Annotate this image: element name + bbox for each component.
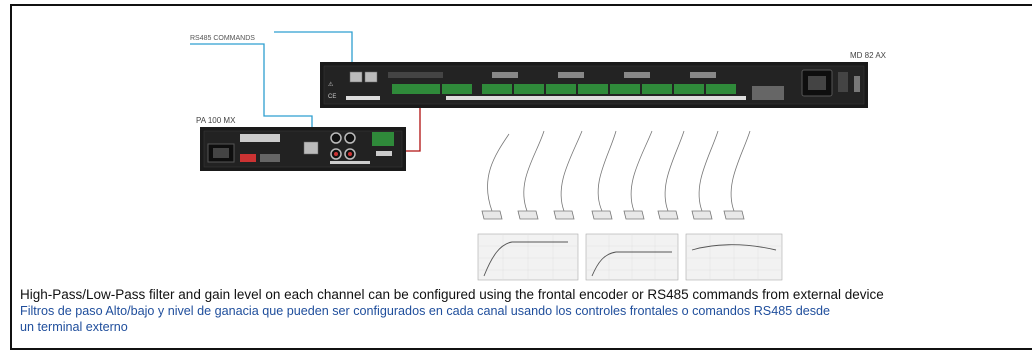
pa-100-mx-label: PA 100 MX [196,116,236,125]
microphone [623,130,653,220]
microphone [657,130,685,220]
microphone [723,130,751,220]
caption: High-Pass/Low-Pass filter and gain level… [20,287,1032,335]
md-82-ax-label: MD 82 AX [850,51,887,60]
audio-output-cable [404,107,421,152]
svg-text:CE: CE [328,94,336,100]
caption-spanish-line1: Filtros de paso Alto/bajo y nivel de gan… [20,304,831,318]
pa-100-mx-device: PA 100 MX [196,116,406,171]
caption-english: High-Pass/Low-Pass filter and gain level… [20,287,884,302]
filter-response-graph [585,233,679,281]
microphone [691,130,719,220]
filter-response-graph [685,233,783,281]
rs485-commands-label: RS485 COMMANDS [190,35,255,42]
md-82-ax-device: MD 82 AX ⚠ CE [320,51,887,108]
rs485-cable [190,31,353,141]
diagram-frame: RS485 COMMANDS MD 82 AX ⚠ CE [10,4,1032,350]
microphone-group [481,130,751,220]
microphone [553,130,583,220]
microphone [517,130,545,220]
connection-diagram: RS485 COMMANDS MD 82 AX ⚠ CE [190,31,887,281]
microphone [481,133,510,220]
caption-spanish-line2: un terminal externo [20,320,128,334]
microphone [591,130,617,220]
svg-text:⚠: ⚠ [328,81,334,88]
filter-response-graph [477,233,579,281]
